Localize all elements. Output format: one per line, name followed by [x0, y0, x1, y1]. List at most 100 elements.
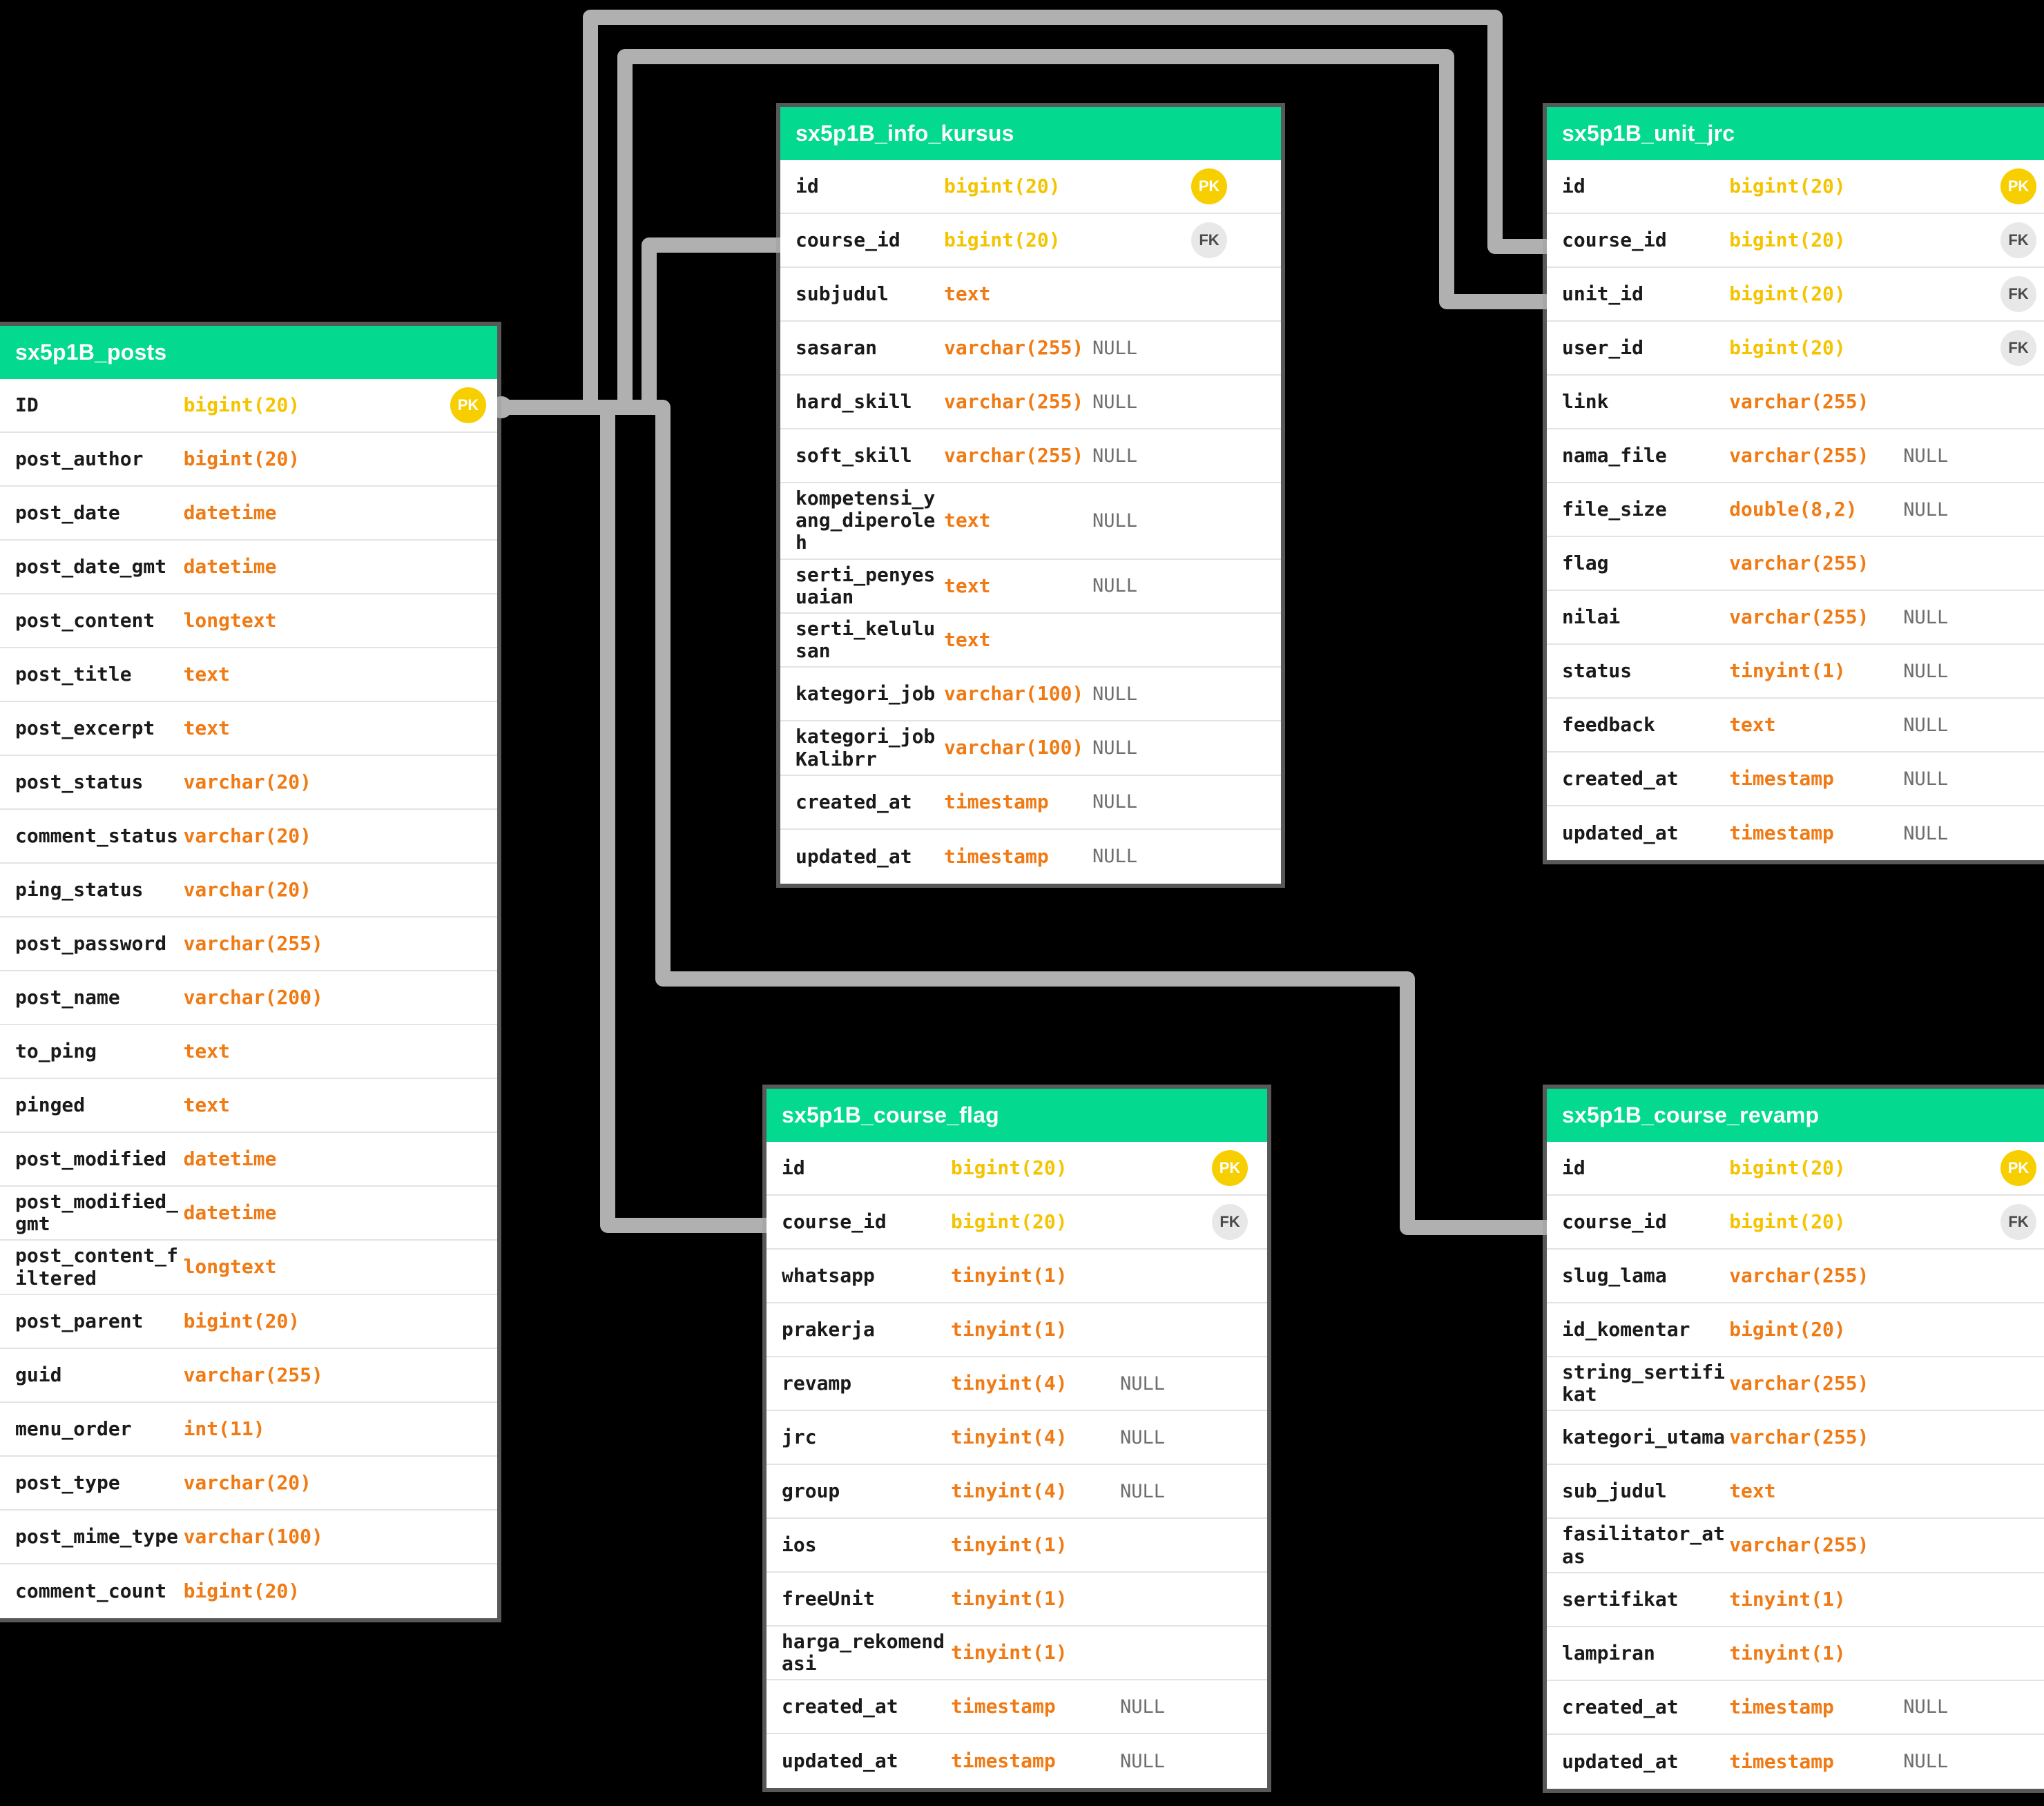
foreign-key-badge: FK — [1212, 1204, 1248, 1240]
column-type: int(11) — [183, 1417, 265, 1440]
column-name: post_title — [15, 662, 132, 686]
primary-key-badge: PK — [1191, 168, 1227, 204]
column-name: post_date — [15, 501, 120, 524]
column-nullable: NULL — [1903, 822, 1949, 844]
column-nullable: NULL — [1120, 1426, 1166, 1448]
column-type: varchar(255) — [183, 1363, 323, 1386]
column-name: created_at — [796, 790, 912, 813]
column-name: course_id — [782, 1210, 887, 1233]
column-type: text — [183, 1093, 231, 1116]
column-nullable: NULL — [1092, 846, 1138, 868]
column-name: lampiran — [1562, 1641, 1655, 1664]
column-type: bigint(20) — [944, 174, 1061, 197]
table-row[interactable]: lampiran tinyint(1) — [1547, 1627, 2044, 1681]
column-type: varchar(255) — [183, 931, 323, 955]
column-name: comment_status — [15, 824, 179, 847]
column-type: tinyint(1) — [1729, 1641, 1846, 1664]
column-type: text — [944, 509, 991, 532]
column-nullable: NULL — [1092, 683, 1138, 705]
column-name: id — [1562, 174, 1585, 197]
column-type: text — [944, 574, 991, 597]
